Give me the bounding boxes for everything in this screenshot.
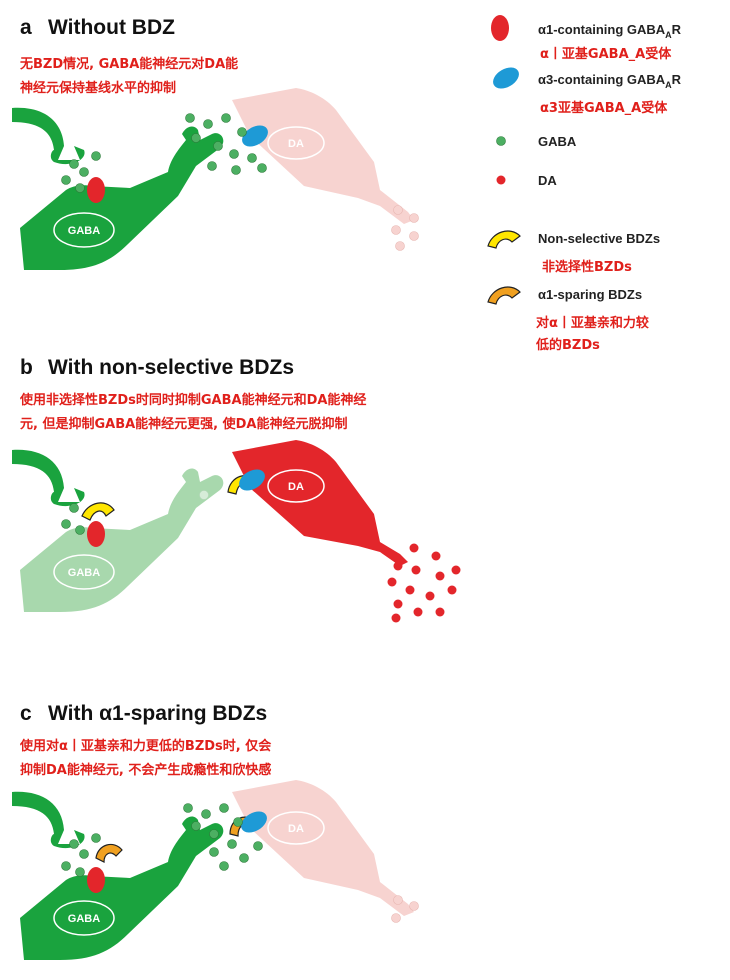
legend-a1-receptor-cn: α丨亚基GABA_A受体: [540, 46, 672, 62]
da-neuron-label: DA: [288, 823, 304, 835]
panel-c-caption-line-2: 抑制DA能神经元, 不会产生成瘾性和欣快感: [20, 762, 271, 778]
da-neuron-faded: [232, 88, 414, 224]
panel-a-title: Without BDZ: [48, 16, 175, 39]
a3-receptor: [239, 469, 265, 491]
a1-receptor: [87, 521, 105, 547]
gaba-neuron: [20, 816, 224, 960]
gaba-neuron-label: GABA: [68, 225, 100, 237]
panel-c: c With α1-sparing BDZs 使用对α丨亚基亲和力更低的BZDs…: [12, 702, 419, 960]
legend-a3-receptor-label: α3-containing GABAAR: [538, 72, 682, 90]
gaba-nucleus: [53, 554, 115, 590]
da-dots-faded: [391, 205, 419, 251]
gaba-dots: [61, 503, 85, 535]
da-dots: [387, 543, 461, 623]
legend-da-dot-icon: [496, 175, 506, 185]
a1-sparing-bdz-near-a1: [95, 843, 123, 863]
legend-a1-receptor-label: α1-containing GABAAR: [538, 22, 682, 40]
a1-receptor: [87, 867, 105, 893]
legend-a1-receptor-icon: [491, 15, 509, 41]
legend-a1-sparing-cn-line-2: 低的BZDs: [535, 337, 600, 353]
legend-a1-sparing-cn-line-1: 对α丨亚基亲和力较: [536, 315, 649, 331]
da-neuron-faded: [232, 780, 414, 916]
presynaptic-terminal: [12, 449, 85, 507]
gaba-dots: [61, 803, 263, 877]
legend-nonselective-cn: 非选择性BZDs: [542, 259, 632, 275]
legend-gaba-label: GABA: [538, 134, 577, 149]
panel-b: b With non-selective BDZs 使用非选择性BZDs时同时抑…: [12, 356, 461, 623]
legend: α1-containing GABAAR α丨亚基GABA_A受体 α3-con…: [487, 15, 682, 353]
a3-receptor: [241, 811, 267, 833]
a3-receptor: [242, 125, 268, 147]
panel-a-caption-line-1: 无BZD情况, GABA能神经元对DA能: [19, 56, 238, 72]
da-nucleus: [267, 811, 325, 845]
gaba-dots: [61, 113, 267, 193]
nonselective-bdz-on-a1: [81, 502, 115, 521]
da-nucleus: [267, 469, 325, 503]
gaba-dot-faded: [199, 490, 209, 500]
panel-c-caption-line-1: 使用对α丨亚基亲和力更低的BZDs时, 仅会: [19, 738, 272, 754]
da-nucleus: [267, 126, 325, 160]
gaba-nucleus: [53, 900, 115, 936]
gaba-neuron: [20, 126, 224, 270]
legend-a1-sparing-bdz-icon: [487, 286, 521, 305]
panel-b-letter: b: [20, 356, 33, 379]
gaba-neuron-faded: [20, 468, 224, 612]
legend-nonselective-label: Non-selective BDZs: [538, 231, 660, 246]
legend-gaba-dot-icon: [496, 136, 506, 146]
panel-c-title: With α1-sparing BDZs: [48, 702, 267, 725]
da-dots-faded: [391, 895, 419, 923]
presynaptic-terminal: [12, 791, 85, 849]
a1-receptor: [87, 177, 105, 203]
panel-b-caption-line-2: 元, 但是抑制GABA能神经元更强, 使DA能神经元脱抑制: [20, 416, 347, 432]
legend-da-label: DA: [538, 173, 557, 188]
panel-b-title: With non-selective BDZs: [48, 356, 294, 379]
gaba-neuron-label: GABA: [68, 567, 100, 579]
legend-a1-sparing-label: α1-sparing BDZs: [538, 287, 642, 302]
legend-nonselective-bdz-icon: [487, 230, 521, 249]
gaba-nucleus: [53, 212, 115, 248]
panel-a-letter: a: [20, 16, 32, 39]
legend-a3-receptor-cn: α3亚基GABA_A受体: [540, 100, 668, 116]
presynaptic-terminal: [12, 107, 85, 165]
panel-b-caption-line-1: 使用非选择性BZDs时同时抑制GABA能神经元和DA能神经: [19, 392, 366, 408]
legend-a3-receptor-icon: [493, 67, 519, 89]
da-neuron-label: DA: [288, 481, 304, 493]
panel-a: a Without BDZ 无BZD情况, GABA能神经元对DA能 神经元保持…: [12, 16, 419, 270]
panel-c-letter: c: [20, 702, 32, 725]
da-neuron-label: DA: [288, 138, 304, 150]
da-neuron-active: [232, 440, 408, 566]
gaba-neuron-label: GABA: [68, 913, 100, 925]
panel-a-caption-line-2: 神经元保持基线水平的抑制: [20, 80, 176, 96]
